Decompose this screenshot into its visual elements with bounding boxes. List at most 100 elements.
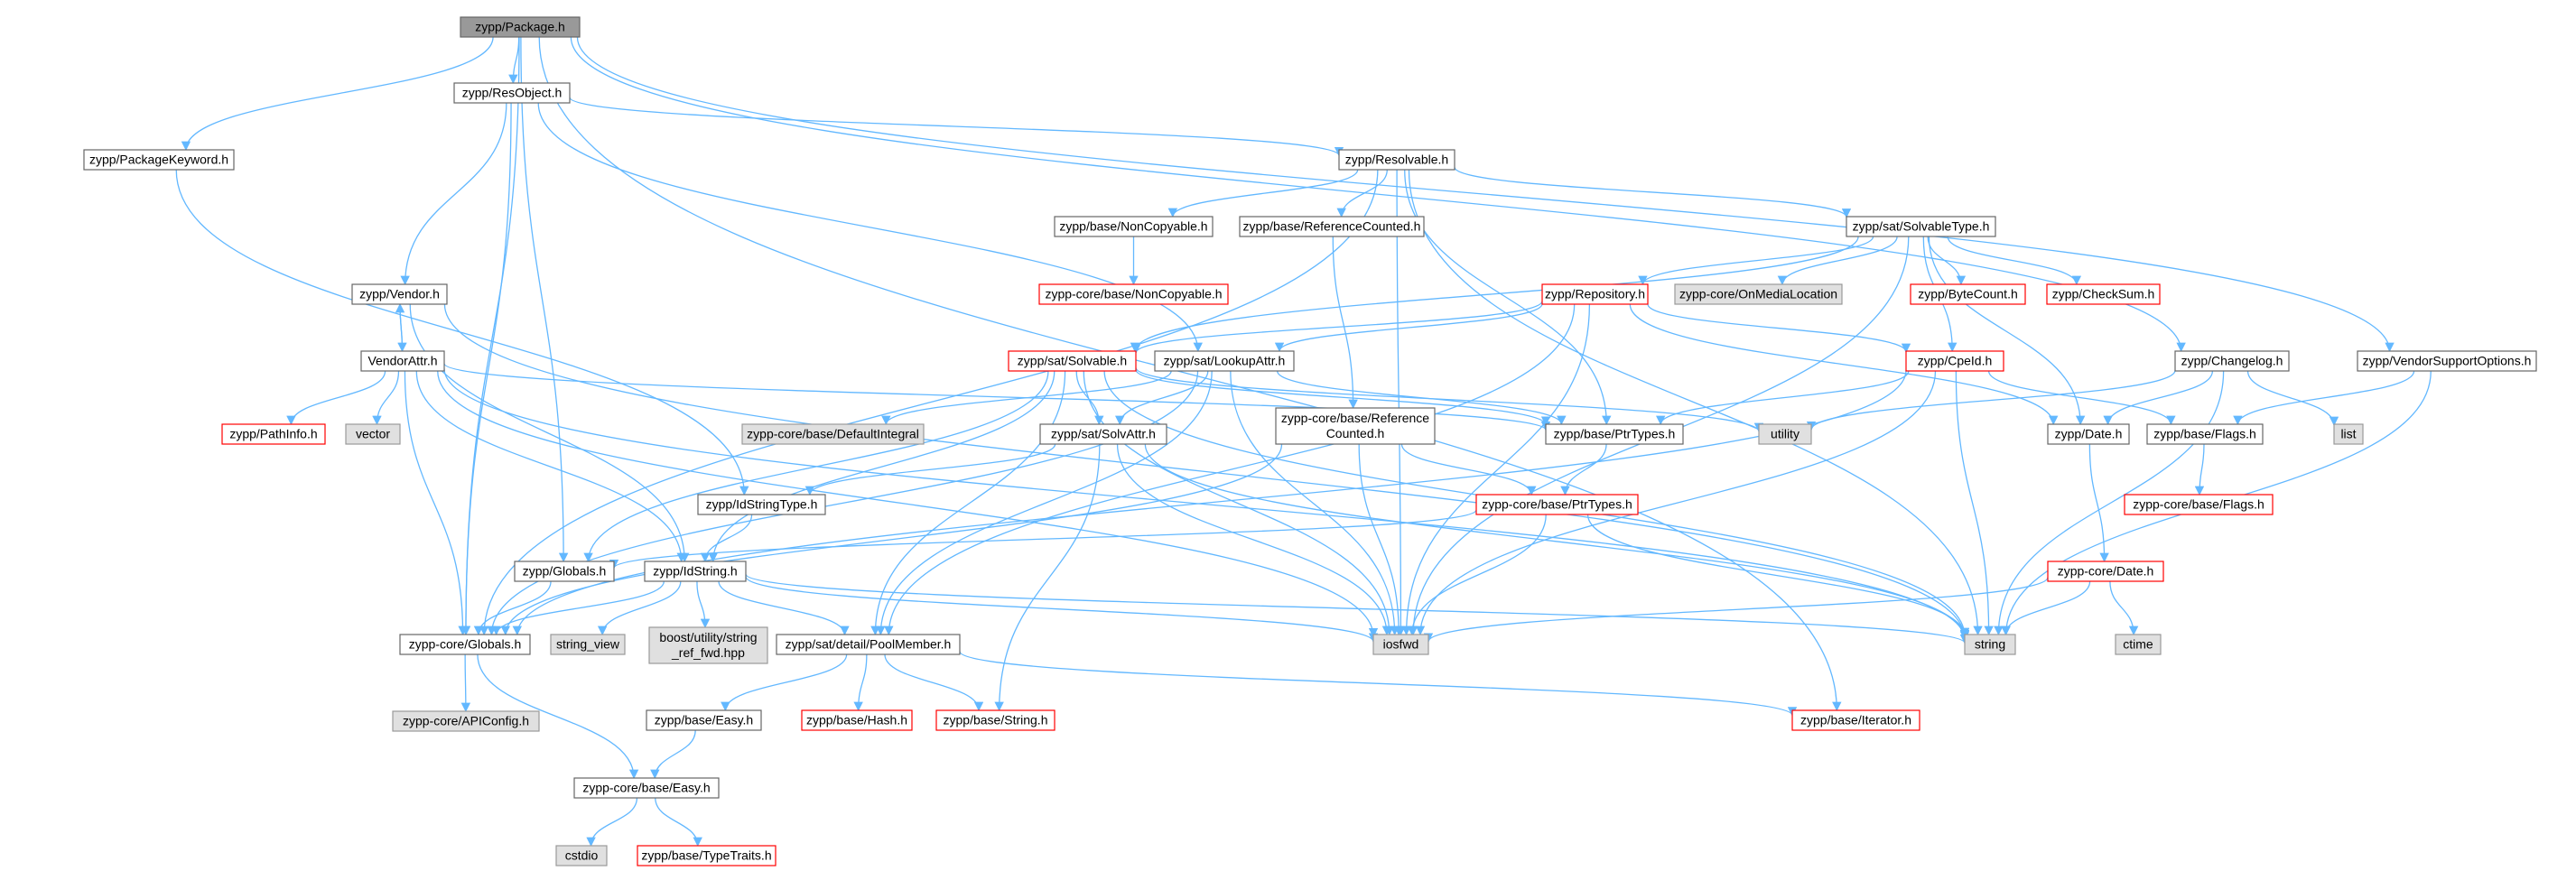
node-repository[interactable]: zypp/Repository.h <box>1541 283 1649 305</box>
node-flags[interactable]: zypp/base/Flags.h <box>2146 423 2264 445</box>
node-cpeid[interactable]: zypp/CpeId.h <box>1905 350 2004 372</box>
node-box <box>399 634 531 655</box>
node-core_date[interactable]: zypp-core/Date.h <box>2047 561 2164 582</box>
edge-solvable-to-solvattr <box>1075 370 1104 426</box>
node-box <box>392 710 540 732</box>
node-label: zypp/sat/detail/PoolMember.h <box>786 637 952 652</box>
node-core_noncopyable[interactable]: zypp-core/base/NonCopyable.h <box>1038 283 1229 305</box>
node-hash[interactable]: zypp/base/Hash.h <box>801 709 913 731</box>
edge-core_easy-to-typetraits <box>655 797 702 848</box>
node-label: zypp/base/Easy.h <box>655 713 753 727</box>
edge-resolvable-to-core_globals <box>479 169 1379 636</box>
edge-solvable-to-utility <box>1135 366 1764 433</box>
node-box <box>2047 423 2130 445</box>
node-typetraits[interactable]: zypp/base/TypeTraits.h <box>637 845 777 866</box>
node-refcounted[interactable]: zypp/base/ReferenceCounted.h <box>1239 216 1425 237</box>
edge-lookupattr-to-solvattr <box>1115 370 1209 426</box>
edge-lookupattr-to-defaultintegral <box>881 370 1172 426</box>
edge-core_refcounted-to-iosfwd <box>1358 443 1404 636</box>
edge-core_date-to-ctime <box>2109 580 2139 636</box>
node-box <box>1910 283 2026 305</box>
node-box <box>514 561 615 582</box>
node-box <box>221 423 326 445</box>
edge-vendorattr-to-vector <box>372 370 400 426</box>
node-easy[interactable]: zypp/base/Easy.h <box>646 709 762 731</box>
node-ptrtypes[interactable]: zypp/base/PtrTypes.h <box>1545 423 1684 445</box>
node-box <box>555 845 608 866</box>
node-box <box>2047 561 2164 582</box>
node-pathinfo[interactable]: zypp/PathInfo.h <box>221 423 326 445</box>
edge-idstringtype-to-idstring <box>700 514 753 563</box>
node-changelog[interactable]: zypp/Changelog.h <box>2174 350 2290 372</box>
node-core_ptrtypes[interactable]: zypp-core/base/PtrTypes.h <box>1475 494 1639 515</box>
node-box <box>1758 423 1812 445</box>
node-vendor[interactable]: zypp/Vendor.h <box>351 283 448 305</box>
node-solvattr[interactable]: zypp/sat/SolvAttr.h <box>1039 423 1167 445</box>
node-iterator[interactable]: zypp/base/Iterator.h <box>1791 709 1920 731</box>
node-idstring[interactable]: zypp/IdString.h <box>644 561 747 582</box>
edge-vendor-to-idstring <box>409 303 690 563</box>
node-cstdio: cstdio <box>555 845 608 866</box>
node-string_view: string_view <box>550 634 626 655</box>
node-box <box>360 350 445 372</box>
node-box <box>2124 494 2274 515</box>
node-package[interactable]: zypp/Package.h <box>460 16 581 38</box>
node-resobject[interactable]: zypp/ResObject.h <box>453 82 571 104</box>
node-packagekeyword[interactable]: zypp/PackageKeyword.h <box>83 149 235 171</box>
node-checksum[interactable]: zypp/CheckSum.h <box>2046 283 2161 305</box>
edge-layer <box>175 36 2432 848</box>
node-date[interactable]: zypp/Date.h <box>2047 423 2130 445</box>
node-vendorattr[interactable]: VendorAttr.h <box>360 350 445 372</box>
node-solvabletype[interactable]: zypp/sat/SolvableType.h <box>1846 216 1996 237</box>
node-iosfwd: iosfwd <box>1372 634 1429 655</box>
node-core_easy[interactable]: zypp-core/base/Easy.h <box>573 777 720 799</box>
edge-idstring-to-string_view <box>597 580 682 636</box>
edge-resobject-to-resolvable <box>569 97 1344 157</box>
edge-core_date-to-string <box>2001 580 2091 636</box>
node-box <box>801 709 913 731</box>
node-box <box>573 777 720 799</box>
node-idstringtype[interactable]: zypp/IdStringType.h <box>697 494 826 515</box>
node-label: zypp-core/OnMediaLocation <box>1679 287 1837 301</box>
edge-lookupattr-to-iosfwd <box>1230 370 1400 636</box>
node-vendorsupport[interactable]: zypp/VendorSupportOptions.h <box>2357 350 2537 372</box>
edge-idstring-to-core_globals <box>491 580 665 636</box>
node-resolvable[interactable]: zypp/Resolvable.h <box>1338 149 1455 171</box>
node-core_flags[interactable]: zypp-core/base/Flags.h <box>2124 494 2274 515</box>
node-box <box>453 82 571 104</box>
node-noncopyable[interactable]: zypp/base/NonCopyable.h <box>1054 216 1214 237</box>
node-poolmember[interactable]: zypp/sat/detail/PoolMember.h <box>776 634 961 655</box>
edge-ptrtypes-to-core_ptrtypes <box>1560 443 1607 496</box>
edge-repository-to-solvable <box>1130 301 1543 355</box>
edge-vendorattr-to-idstring <box>415 370 686 563</box>
edge-resolvable-to-solvabletype <box>1454 166 1852 218</box>
node-core_refcounted[interactable]: zypp-core/base/ReferenceCounted.h <box>1275 407 1436 445</box>
node-onmedialocation: zypp-core/OnMediaLocation <box>1674 283 1843 305</box>
node-box <box>1275 407 1436 445</box>
node-label: cstdio <box>565 848 599 863</box>
node-core_globals[interactable]: zypp-core/Globals.h <box>399 634 531 655</box>
node-globals[interactable]: zypp/Globals.h <box>514 561 615 582</box>
node-basestring[interactable]: zypp/base/String.h <box>935 709 1056 731</box>
edge-core_date-to-iosfwd <box>1423 577 2049 643</box>
node-solvable[interactable]: zypp/sat/Solvable.h <box>1008 350 1137 372</box>
node-label: VendorAttr.h <box>367 354 437 368</box>
edge-date-to-core_date <box>2088 443 2109 563</box>
node-label: zypp/VendorSupportOptions.h <box>2363 354 2532 368</box>
edge-core_globals-to-apiconfig <box>460 653 471 713</box>
edge-repository-to-poolmember <box>884 303 1576 636</box>
edge-vendorattr-to-pathinfo <box>286 370 386 426</box>
node-box <box>1338 149 1455 171</box>
node-bytecount[interactable]: zypp/ByteCount.h <box>1910 283 2026 305</box>
edge-idstring-to-iosfwd <box>745 576 1379 643</box>
edge-lookupattr-to-core_globals <box>487 370 1199 636</box>
node-label: zypp-core/base/Flags.h <box>2133 497 2264 512</box>
node-label: vector <box>356 427 390 441</box>
edge-solvattr-to-idstringtype <box>804 443 1056 496</box>
node-label: zypp/sat/Solvable.h <box>1018 354 1127 368</box>
node-lookupattr[interactable]: zypp/sat/LookupAttr.h <box>1154 350 1295 372</box>
node-label: zypp-core/base/NonCopyable.h <box>1045 287 1222 301</box>
edge-core_easy-to-cstdio <box>586 797 638 848</box>
edge-vendorattr-to-ptrtypes <box>443 363 1550 431</box>
